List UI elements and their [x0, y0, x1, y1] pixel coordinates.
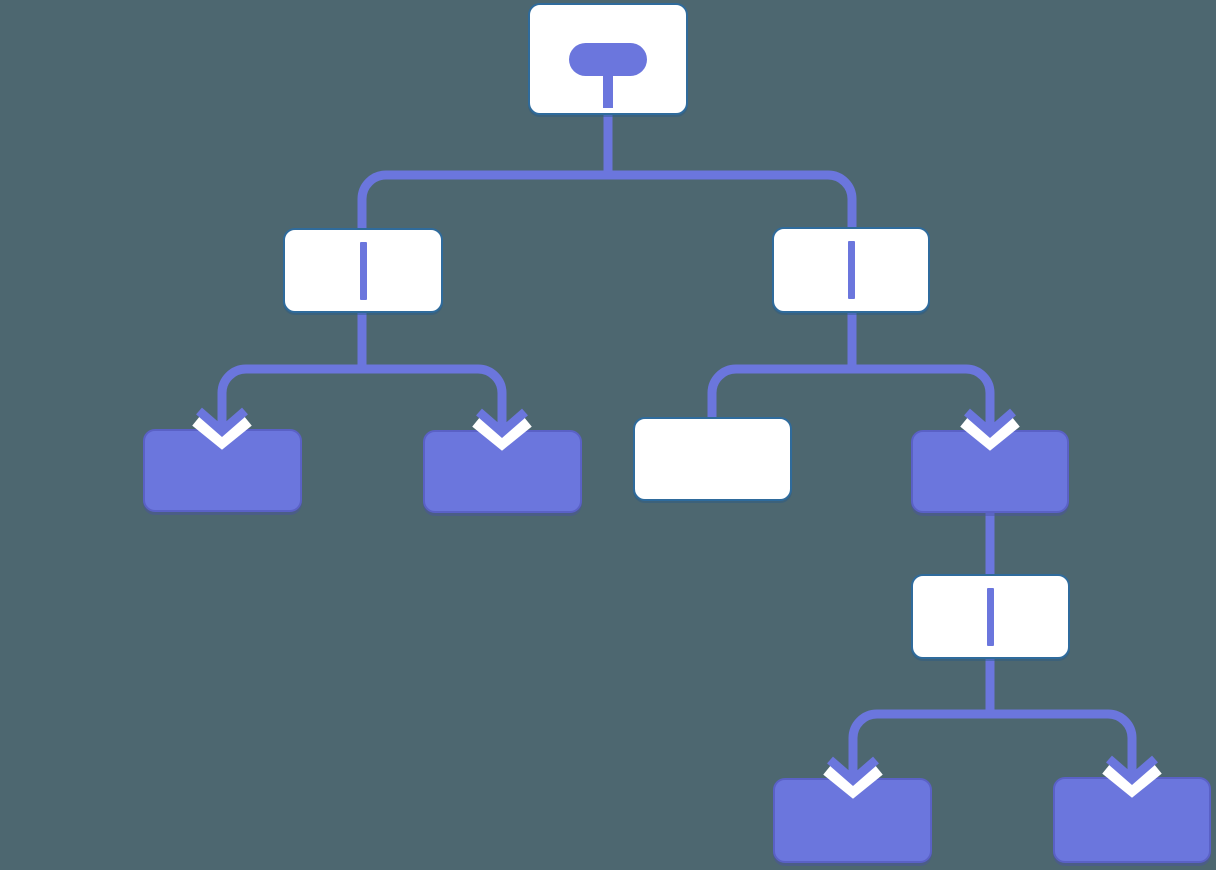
branch-left-node[interactable] [283, 228, 443, 313]
root-pill-shape [569, 43, 647, 76]
vertical-line-icon [359, 241, 367, 300]
placeholder-node[interactable] [633, 417, 792, 501]
vertical-line-icon [847, 241, 855, 299]
branch-right-node[interactable] [772, 227, 930, 313]
action-1-node[interactable] [143, 429, 302, 512]
action-2-node[interactable] [423, 430, 582, 513]
vertical-line-icon [987, 587, 994, 646]
action-3-node[interactable] [911, 430, 1069, 513]
tree-root-icon [530, 5, 686, 113]
branch-bottom-node[interactable] [911, 574, 1070, 659]
action-5-node[interactable] [1053, 777, 1211, 863]
root-node[interactable] [528, 3, 688, 115]
action-4-node[interactable] [773, 778, 932, 863]
root-stem-shape [603, 74, 613, 108]
